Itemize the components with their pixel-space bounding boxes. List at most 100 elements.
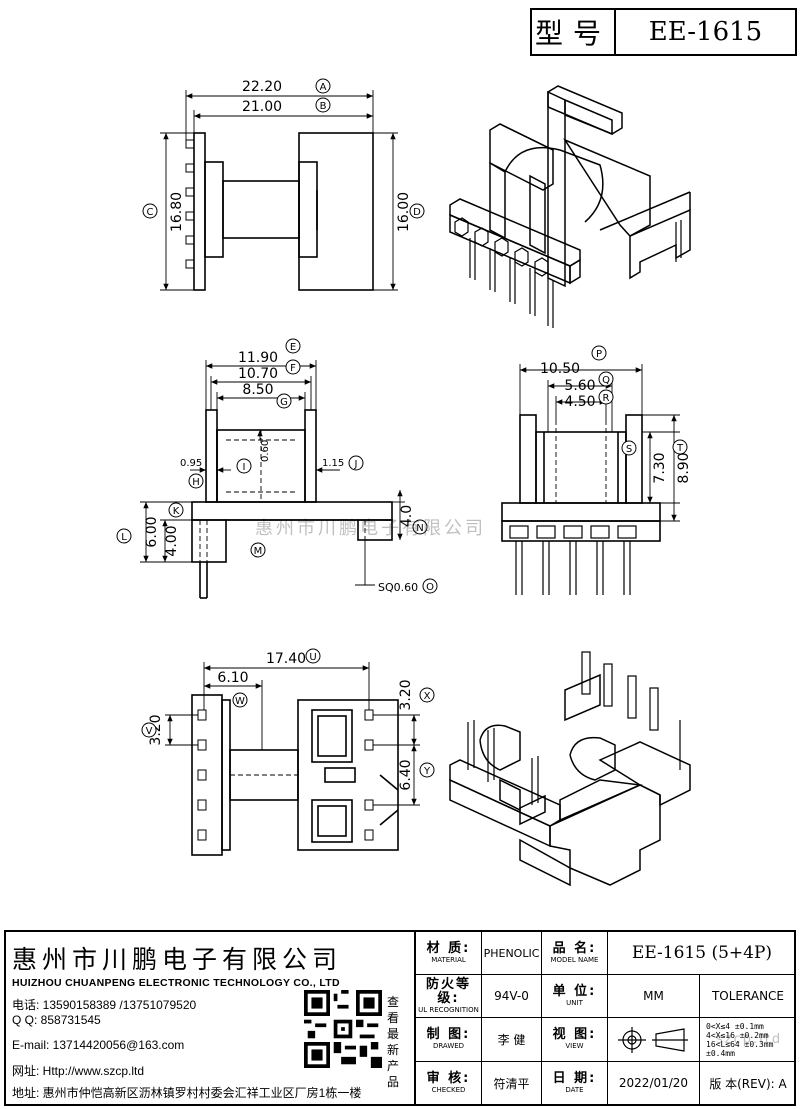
dim-5-60: 5.60: [564, 378, 595, 394]
callout-t: T: [672, 439, 688, 455]
fire-rating-value: 94V-0: [482, 975, 542, 1018]
dim-4-50: 4.50: [564, 394, 595, 410]
svg-text:Y: Y: [423, 766, 431, 777]
qr-code-icon: [304, 990, 382, 1068]
dim-0-60: 0.60: [260, 440, 271, 462]
drawn-label: 制 图:DRAWED: [416, 1018, 482, 1062]
material-label: 材 质:MATERIAL: [416, 932, 482, 975]
callout-x: X: [419, 687, 435, 703]
projection-symbol: [608, 1018, 700, 1062]
callout-w: W: [232, 692, 248, 708]
dim-22-20: 22.20: [242, 79, 282, 95]
dim-10-70: 10.70: [238, 366, 278, 382]
svg-text:H: H: [192, 477, 200, 488]
dim-6-40: 6.40: [398, 759, 414, 790]
unit-value: MM: [608, 975, 700, 1018]
callout-y: Y: [419, 762, 435, 778]
tolerance-label: TOLERANCE: [700, 975, 796, 1018]
dim-21-00: 21.00: [242, 99, 282, 115]
model-value: EE-1615 (5+4P): [608, 932, 796, 975]
date-value: 2022/01/20: [608, 1062, 700, 1104]
table-watermark: szcp.ltd: [716, 1032, 783, 1047]
view-label: 视 图:VIEW: [542, 1018, 608, 1062]
callout-i: I: [236, 458, 252, 474]
dim-6-10: 6.10: [217, 670, 248, 686]
dim-0-95: 0.95: [180, 458, 202, 469]
dim-10-50: 10.50: [540, 361, 580, 377]
part-number: EE-1615: [648, 17, 763, 47]
svg-text:T: T: [676, 443, 684, 454]
callout-r: R: [598, 389, 614, 405]
svg-text:B: B: [320, 101, 327, 112]
company-name-en: HUIZHOU CHUANPENG ELECTRONIC TECHNOLOGY …: [12, 977, 340, 989]
svg-text:P: P: [596, 349, 602, 360]
top-view: [185, 132, 374, 291]
iso-view-top: [449, 85, 691, 328]
svg-text:Q: Q: [602, 375, 610, 386]
svg-text:R: R: [603, 393, 610, 404]
svg-text:U: U: [309, 652, 316, 663]
tolerance-table: 0<X≤4 ±0.1mm 4<X≤16 ±0.2mm 16<L≤64 ±0.3m…: [700, 1018, 796, 1062]
iso-view-bottom: [449, 651, 691, 887]
title-block: 型号 EE-1615: [530, 8, 797, 56]
dim-16-00: 16.00: [396, 192, 412, 232]
callout-u: U: [305, 648, 321, 664]
callout-e: E: [285, 338, 301, 354]
third-angle-projection-icon: [617, 1026, 688, 1053]
svg-text:W: W: [235, 696, 245, 707]
checked-value: 符清平: [482, 1062, 542, 1104]
bottom-view-dimensions: [165, 662, 420, 806]
fire-rating-label: 防火等级:UL RECOGNITION: [416, 975, 482, 1018]
revision: 版 本(REV): A: [709, 1076, 787, 1091]
dim-6-00: 6.00: [144, 516, 160, 547]
side-view-dimensions: [519, 364, 680, 522]
dim-8-50: 8.50: [242, 382, 273, 398]
date-label: 日 期:DATE: [542, 1062, 608, 1104]
dim-17-40: 17.40: [266, 651, 306, 667]
bottom-view: [191, 694, 399, 856]
svg-text:I: I: [243, 462, 246, 473]
svg-text:C: C: [147, 207, 154, 218]
callout-j: J: [348, 455, 364, 471]
side-view: [501, 414, 661, 595]
svg-text:E: E: [290, 342, 296, 353]
svg-text:K: K: [173, 506, 180, 517]
callout-s: S: [621, 440, 637, 456]
callout-a: A: [315, 78, 331, 94]
callout-b: B: [315, 97, 331, 113]
callout-k: K: [168, 502, 184, 518]
address-text: 地址: 惠州市仲恺高新区沥林镇罗村村委会汇祥工业区厂房1栋一楼: [12, 1086, 362, 1100]
website-text: 网址: Http://www.szcp.ltd: [12, 1064, 145, 1078]
material-value: PHENOLIC: [482, 932, 542, 975]
dim-3-20-right: 3.20: [398, 679, 414, 710]
phone-text: 电话: 13590158389 /13751079520: [12, 998, 197, 1012]
svg-text:X: X: [424, 691, 431, 702]
dim-4-00: 4.00: [164, 525, 180, 556]
qr-caption: 查看最新产品: [387, 995, 400, 1089]
svg-text:A: A: [320, 82, 327, 93]
dim-11-90: 11.90: [238, 350, 278, 366]
title-label: 型号: [532, 10, 616, 54]
dim-7-30: 7.30: [652, 452, 668, 483]
svg-text:G: G: [280, 397, 288, 408]
callout-h: H: [188, 473, 204, 489]
svg-text:F: F: [290, 363, 296, 374]
unit-label: 单 位:UNIT: [542, 975, 608, 1018]
drawn-value: 李 健: [482, 1018, 542, 1062]
svg-text:N: N: [416, 523, 423, 534]
top-view-dimensions: [160, 90, 398, 291]
callout-d: D: [409, 203, 425, 219]
company-name: 惠州市川鹏电子有限公司: [12, 945, 343, 974]
svg-text:S: S: [626, 444, 632, 455]
callout-p: P: [591, 345, 607, 361]
callout-f: F: [285, 359, 301, 375]
svg-text:J: J: [354, 459, 358, 470]
callout-q: Q: [598, 371, 614, 387]
callout-o: O: [422, 578, 438, 594]
dim-1-15: 1.15: [322, 458, 344, 469]
front-view: [191, 409, 393, 599]
model-label: 品 名:MODEL NAME: [542, 932, 608, 975]
callout-n: N: [412, 519, 428, 535]
title-block-footer: 惠州市川鹏电子有限公司 HUIZHOU CHUANPENG ELECTRONIC…: [4, 930, 796, 1106]
callout-m: M: [250, 542, 266, 558]
